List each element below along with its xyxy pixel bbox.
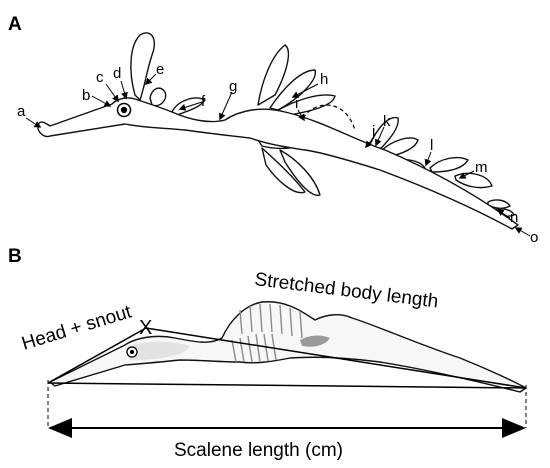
dashed-reference-curve	[302, 104, 356, 131]
appendage-dorsal-2	[269, 69, 316, 111]
head-snout-line	[47, 327, 147, 384]
part-label-b: b	[82, 87, 90, 104]
part-label-k: k	[383, 113, 391, 130]
appendage-dorsal-3	[274, 94, 336, 117]
appendage-ventral-2	[261, 147, 306, 194]
part-label-a: a	[17, 103, 26, 120]
part-label-o: o	[530, 229, 538, 246]
seadragon-pupil	[120, 106, 128, 114]
part-label-n: n	[510, 209, 518, 226]
measurement-lines	[47, 327, 527, 438]
part-label-f: f	[201, 93, 206, 110]
part-label-h: h	[320, 71, 328, 88]
part-label-l: l	[430, 137, 433, 154]
part-label-m: m	[475, 159, 488, 176]
scalene-length-label: Scalene length (cm)	[174, 440, 343, 461]
part-label-g: g	[229, 78, 237, 95]
junction-marker: X	[139, 317, 152, 339]
appendage-head-top	[130, 32, 156, 101]
stretched-seadragon	[49, 301, 527, 393]
appendage-head-small	[149, 87, 167, 107]
seadragon-body	[37, 97, 519, 230]
seadragon-illustration	[37, 32, 519, 230]
part-label-j: j	[371, 123, 375, 140]
body-length-line	[145, 327, 527, 389]
panel-a-letter: A	[8, 14, 22, 35]
part-label-c: c	[96, 69, 104, 86]
appendage-dorsal-1	[257, 44, 290, 106]
part-label-d: d	[113, 65, 121, 82]
label-pointers	[25, 73, 531, 237]
panel-b-letter: B	[8, 246, 22, 267]
part-label-i: i	[295, 95, 298, 112]
part-labels: a b c d e f g h i j k l m n o	[17, 61, 538, 246]
stretched-body	[49, 301, 527, 393]
head-snout-label: Head + snout	[19, 301, 134, 354]
appendage-ventral-3	[279, 149, 321, 196]
part-label-e: e	[156, 61, 164, 78]
scalene-base-line	[47, 382, 527, 389]
appendage-tail-4	[429, 156, 469, 173]
appendage-f	[171, 97, 206, 117]
